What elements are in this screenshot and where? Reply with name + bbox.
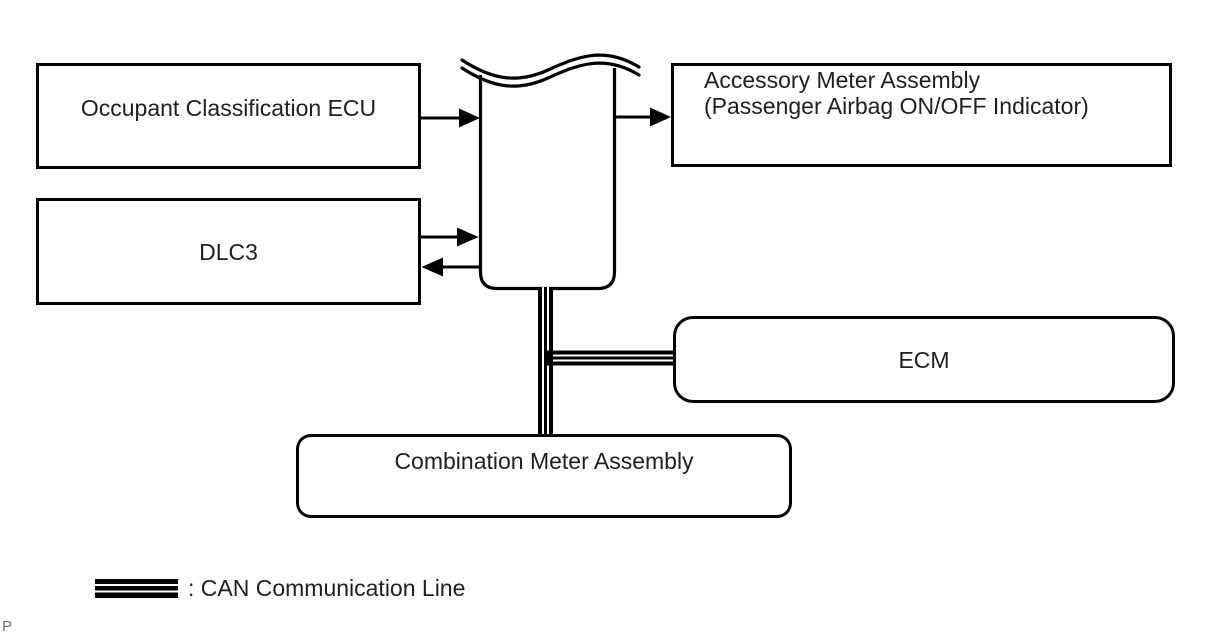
break-wave-icon	[460, 53, 641, 80]
node-label: DLC3	[199, 238, 258, 265]
node-accessory-meter-assembly: Accessory Meter Assembly (Passenger Airb…	[671, 63, 1172, 167]
arrow-occupant-to-bus	[421, 108, 480, 128]
can-line-branch-ecm	[546, 350, 675, 366]
arrow-bus-to-accessory	[615, 107, 671, 127]
node-combination-meter-assembly: Combination Meter Assembly	[296, 434, 792, 518]
gateway-bus-fill	[480, 68, 615, 289]
legend-label: : CAN Communication Line	[188, 574, 466, 601]
arrow-dlc3-to-bus	[421, 227, 479, 247]
legend-swatch-can-line-icon	[95, 578, 178, 598]
node-label: Occupant Classification ECU	[80, 95, 377, 121]
page-marker: P	[2, 618, 13, 635]
node-dlc3: DLC3	[36, 198, 421, 305]
node-label: Combination Meter Assembly	[394, 448, 694, 474]
node-label-line1: Accessory Meter Assembly	[704, 67, 981, 93]
node-label: ECM	[898, 346, 950, 373]
node-label-line2: (Passenger Airbag ON/OFF Indicator)	[704, 93, 1089, 119]
legend: : CAN Communication Line	[95, 570, 465, 606]
node-ecm: ECM	[673, 316, 1175, 403]
node-occupant-classification-ecu: Occupant Classification ECU	[36, 63, 421, 169]
break-wave-icon	[460, 61, 641, 88]
arrow-bus-to-dlc3	[421, 257, 480, 277]
